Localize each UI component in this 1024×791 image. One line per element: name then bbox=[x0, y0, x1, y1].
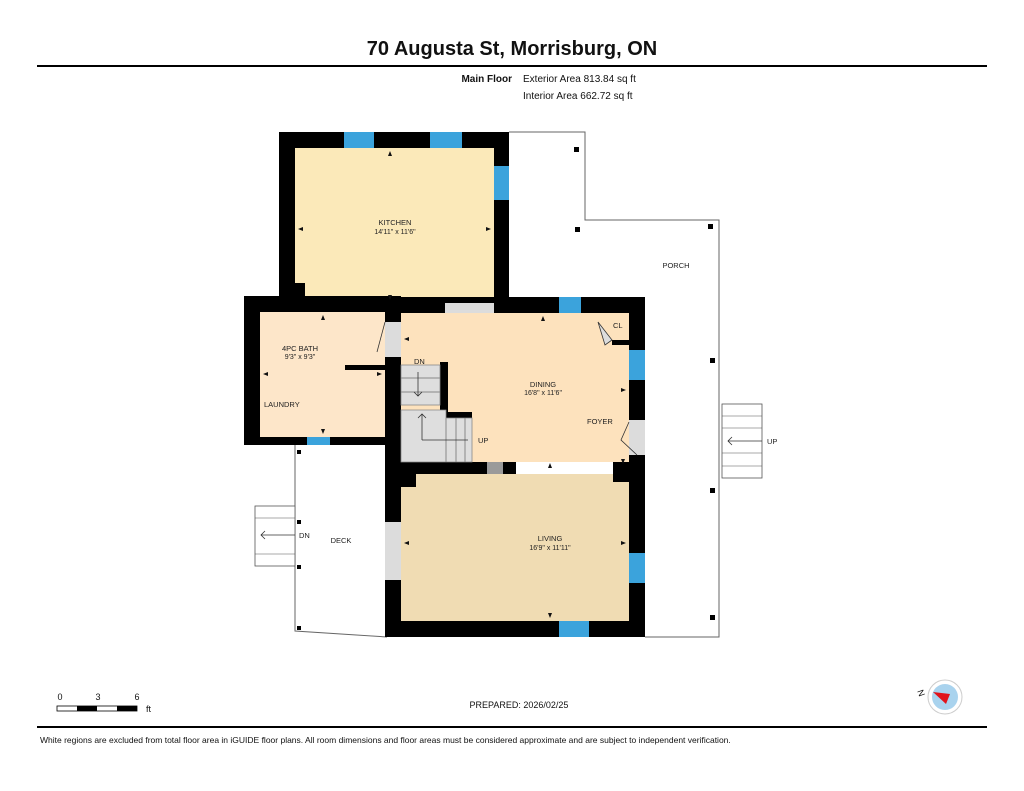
interior-stairs-up bbox=[400, 409, 473, 463]
porch-label: PORCH bbox=[662, 261, 689, 270]
living-dims: 16'9" x 11'11" bbox=[529, 545, 571, 552]
deck-stairs bbox=[254, 505, 296, 567]
compass-north-label: N bbox=[915, 688, 927, 698]
scale-unit: ft bbox=[146, 704, 152, 714]
compass-icon bbox=[927, 679, 963, 715]
stairs-up-label: UP bbox=[478, 436, 488, 445]
porch-posts bbox=[297, 147, 715, 630]
footer-divider bbox=[37, 726, 987, 728]
interior-area: Interior Area 662.72 sq ft bbox=[523, 91, 633, 102]
scale-tick-0: 0 bbox=[57, 692, 62, 702]
dining-label: DINING bbox=[530, 380, 556, 389]
prepared-date: PREPARED: 2026/02/25 bbox=[470, 700, 569, 710]
scale-tick-6: 6 bbox=[134, 692, 139, 702]
interior-stairs-down bbox=[400, 364, 441, 406]
porch-stairs-label: UP bbox=[767, 437, 777, 446]
windows bbox=[307, 132, 645, 637]
floor-label: Main Floor bbox=[461, 74, 512, 85]
kitchen-dims: 14'11" x 11'6" bbox=[374, 229, 416, 236]
scale-bar bbox=[56, 705, 138, 712]
living-label: LIVING bbox=[538, 534, 563, 543]
foyer-label: FOYER bbox=[587, 417, 613, 426]
bath-dims: 9'3" x 9'3" bbox=[285, 354, 316, 361]
closet-label: CL bbox=[613, 321, 623, 330]
header-divider bbox=[37, 65, 987, 67]
dining-dims: 16'8" x 11'6" bbox=[524, 390, 562, 397]
deck-stairs-label: DN bbox=[299, 531, 310, 540]
deck-label: DECK bbox=[331, 536, 352, 545]
bath-floor bbox=[260, 312, 385, 437]
living-floor bbox=[401, 474, 629, 621]
kitchen-label: KITCHEN bbox=[379, 218, 412, 227]
dimension-markers bbox=[263, 151, 626, 618]
exterior-area: Exterior Area 813.84 sq ft bbox=[523, 74, 636, 85]
page-title: 70 Augusta St, Morrisburg, ON bbox=[367, 38, 657, 60]
disclaimer: White regions are excluded from total fl… bbox=[40, 735, 731, 745]
bath-label: 4PC BATH bbox=[282, 344, 318, 353]
kitchen-floor bbox=[295, 148, 494, 303]
stairs-down-label: DN bbox=[414, 357, 425, 366]
porch-outline bbox=[509, 131, 720, 638]
doors bbox=[376, 303, 645, 580]
porch-stairs bbox=[721, 403, 763, 479]
scale-tick-3: 3 bbox=[95, 692, 100, 702]
laundry-label: LAUNDRY bbox=[264, 400, 300, 409]
